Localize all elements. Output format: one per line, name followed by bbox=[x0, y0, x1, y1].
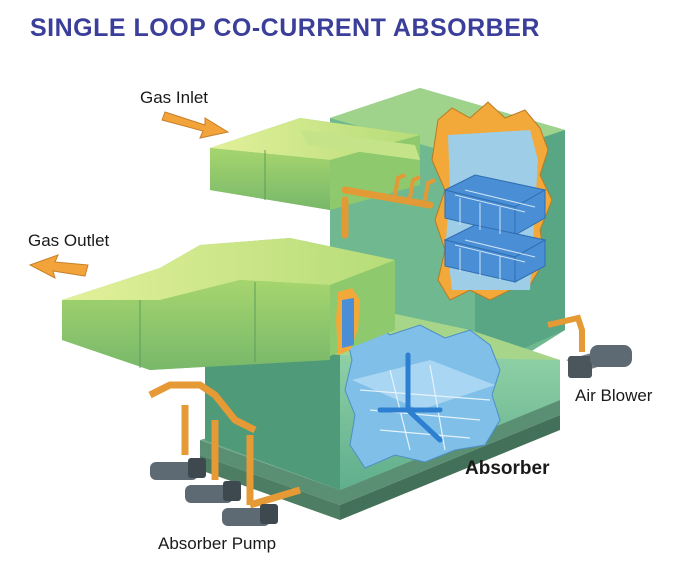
gas-outlet-label: Gas Outlet bbox=[28, 231, 110, 250]
pump-piping bbox=[148, 381, 302, 509]
gas-inlet-label: Gas Inlet bbox=[140, 88, 209, 107]
upper-cutaway bbox=[431, 101, 553, 301]
recirculation-pipe bbox=[341, 186, 434, 239]
diagram-title: SINGLE LOOP CO-CURRENT ABSORBER bbox=[30, 14, 540, 42]
absorber-pump-3 bbox=[222, 504, 278, 526]
gas-inlet-arrow-icon bbox=[161, 111, 230, 139]
gas-outlet-arrow-icon bbox=[28, 254, 89, 279]
absorber-pump-2 bbox=[185, 481, 241, 503]
absorber-pump-label: Absorber Pump bbox=[158, 534, 277, 553]
gas-outlet-duct bbox=[62, 238, 395, 370]
lower-cutaway bbox=[344, 319, 501, 469]
absorber-pump-1 bbox=[150, 458, 206, 480]
sparger-pipes bbox=[377, 352, 443, 443]
gas-inlet-duct bbox=[210, 118, 420, 210]
spray-nozzles bbox=[393, 173, 436, 201]
air-blower-pipe bbox=[547, 314, 585, 352]
absorber-label: Absorber bbox=[465, 458, 550, 479]
air-blower-unit bbox=[566, 345, 632, 378]
air-blower-label: Air Blower bbox=[575, 386, 653, 405]
